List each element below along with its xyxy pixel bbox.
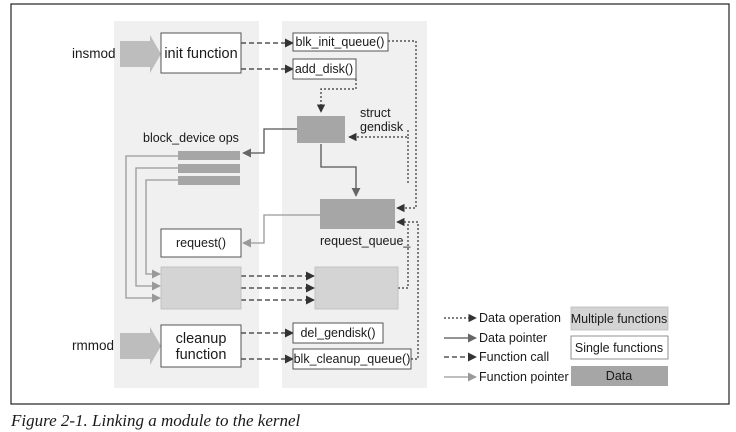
cleanup-function-label-line1: cleanup bbox=[176, 331, 227, 347]
del-gendisk-label: del_gendisk() bbox=[300, 326, 375, 340]
init-function-label: init function bbox=[164, 46, 237, 62]
block-device-ops-entry bbox=[178, 164, 240, 173]
legend-function-pointer-label: Function pointer bbox=[479, 370, 569, 384]
request-queue-label: request_queue_ bbox=[320, 234, 411, 248]
request-function-label: request() bbox=[176, 236, 226, 250]
struct-gendisk-label-line2: gendisk bbox=[360, 120, 404, 134]
insmod-label: insmod bbox=[72, 46, 116, 61]
legend-data-swatch bbox=[571, 366, 668, 386]
block-device-ops-entry bbox=[178, 176, 240, 185]
function-call-lines bbox=[241, 38, 315, 364]
legend-data-label: Data bbox=[606, 369, 632, 383]
add-disk-box bbox=[292, 58, 357, 80]
request-function-box bbox=[160, 228, 242, 258]
blk-cleanup-queue-label: blk_cleanup_queue() bbox=[294, 352, 411, 366]
block-device-ops-label: block_device ops bbox=[143, 131, 239, 145]
legend-multiple-functions-swatch bbox=[570, 306, 669, 331]
add-disk-label: add_disk() bbox=[295, 62, 353, 76]
struct-gendisk-label-line1: struct bbox=[360, 106, 391, 120]
legend-data-operation-label: Data operation bbox=[479, 311, 561, 325]
blk-init-queue-label: blk_init_queue() bbox=[296, 35, 385, 49]
rmmod-arrow bbox=[120, 327, 161, 365]
function-pointer-lines bbox=[125, 155, 320, 303]
del-gendisk-box bbox=[292, 322, 384, 344]
blk-init-queue-box bbox=[292, 32, 389, 52]
block-device-ops-entry bbox=[178, 151, 240, 160]
module-multiple-functions-box bbox=[160, 266, 242, 310]
data-pointer-lines bbox=[242, 128, 361, 197]
figure-caption: Figure 2-1. Linking a module to the kern… bbox=[10, 411, 301, 430]
legend: Data operation Data pointer Function cal… bbox=[444, 306, 669, 386]
request-queue-data-block bbox=[320, 199, 395, 229]
cleanup-function-box bbox=[160, 324, 242, 368]
cleanup-function-label-line2: function bbox=[176, 347, 227, 363]
gendisk-data-block bbox=[297, 116, 345, 143]
legend-single-functions-swatch bbox=[570, 335, 669, 360]
rmmod-label: rmmod bbox=[72, 338, 114, 353]
init-function-box bbox=[160, 32, 242, 74]
legend-multiple-functions-label: Multiple functions bbox=[571, 312, 668, 326]
insmod-arrow bbox=[120, 35, 161, 73]
legend-data-pointer-label: Data pointer bbox=[479, 331, 547, 345]
legend-single-functions-label: Single functions bbox=[575, 341, 663, 355]
legend-function-call-label: Function call bbox=[479, 350, 549, 364]
kernel-multiple-functions-box bbox=[314, 266, 399, 310]
blk-cleanup-queue-box bbox=[292, 348, 412, 370]
data-operation-lines bbox=[316, 40, 419, 360]
